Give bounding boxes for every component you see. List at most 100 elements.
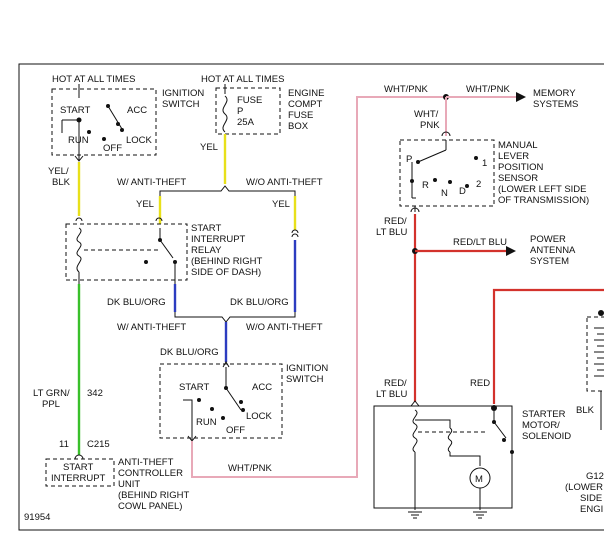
lt-grn-label-1: LT GRN/ [33, 388, 70, 399]
ignition-switch-box-bottom [159, 363, 283, 439]
ign-acc-label: ACC [127, 105, 147, 116]
relay-label-3: RELAY [191, 245, 222, 256]
red-label: RED [470, 378, 490, 389]
red-battery-cable [492, 288, 604, 404]
hot-at-all-times-mid: HOT AT ALL TIMES [201, 74, 284, 85]
ign2-run-label: RUN [196, 417, 217, 428]
solenoid-coil-1 [412, 409, 418, 453]
ignition-switch2-label-1: IGNITION [286, 363, 328, 374]
fuse-symbol [222, 95, 228, 133]
start-interrupt-relay [65, 223, 188, 281]
wht-pnk-label-right: WHT/PNK [466, 84, 510, 95]
start-interrupt-label-2: INTERRUPT [51, 473, 106, 484]
gear-d-label: D [459, 186, 466, 197]
ign2-off-label: OFF [226, 425, 245, 436]
relay-coil [76, 227, 82, 273]
figure-number: 91954 [24, 512, 50, 523]
starter-label-3: SOLENOID [522, 431, 571, 442]
anti-theft-bracket-top [159, 185, 296, 196]
mlps-label-4: SENSOR [498, 173, 538, 184]
pin-11-label: 11 [59, 439, 69, 450]
ground-symbol-1 [408, 511, 422, 519]
ground-g12-label-2: (LOWER [565, 482, 603, 493]
ignition-switch-label-1: IGNITION [162, 88, 204, 99]
mlps-label-2: LEVER [498, 151, 529, 162]
gear-r-label: R [422, 180, 429, 191]
fuse-p-label: P [237, 106, 243, 117]
anti-theft-controller-box [45, 458, 115, 487]
antenna-label-1: POWER [530, 234, 566, 245]
ign-run-label: RUN [68, 135, 89, 146]
ground-symbol-2 [473, 511, 487, 519]
ign-start-label: START [60, 105, 90, 116]
antenna-label-3: SYSTEM [530, 256, 569, 267]
atc-label-2: CONTROLLER [118, 468, 183, 479]
ignition-switch2-label-2: SWITCH [286, 374, 324, 385]
atc-label-1: ANTI-THEFT [118, 457, 174, 468]
dk-blu-label-c: DK BLU/ORG [160, 347, 219, 358]
ignition-switch-label-2: SWITCH [162, 99, 200, 110]
atc-label-4: (BEHIND RIGHT [118, 490, 189, 501]
atc-label-3: UNIT [118, 479, 140, 490]
relay-label-1: START [191, 223, 221, 234]
mlps-label-6: OF TRANSMISSION) [498, 195, 589, 206]
starter-motor-box [373, 405, 513, 509]
manual-lever-position-sensor [399, 139, 495, 207]
diagram-frame [18, 63, 604, 531]
memory-systems-label-1: MEMORY [533, 88, 576, 99]
hot-at-all-times-left: HOT AT ALL TIMES [52, 74, 135, 85]
mlps-label-1: MANUAL [498, 140, 538, 151]
ign2-lock-label: LOCK [246, 411, 273, 422]
wo-anti-theft-label-2: W/O ANTI-THEFT [246, 322, 323, 333]
battery-cells [594, 327, 604, 377]
wo-anti-theft-label: W/O ANTI-THEFT [246, 177, 323, 188]
ign-lock-label: LOCK [126, 135, 153, 146]
yel-label-b: YEL [272, 199, 290, 210]
circuit-342-label: 342 [87, 388, 103, 399]
starter-label-2: MOTOR/ [522, 420, 560, 431]
blk-label: BLK [576, 405, 595, 416]
lt-grn-label-2: PPL [42, 399, 60, 410]
ign-off-label: OFF [103, 143, 122, 154]
gear-2-label: 2 [476, 179, 481, 190]
solenoid-coil-2 [447, 427, 453, 453]
gear-p-label: P [406, 154, 412, 165]
dk-blu-label-b: DK BLU/ORG [230, 297, 289, 308]
ground-g12-label-3: SIDE [580, 493, 602, 504]
mlps-label-5: (LOWER LEFT SIDE [498, 184, 587, 195]
relay-label-4: (BEHIND RIGHT [191, 256, 262, 267]
wht-pnk-vert-label-1: WHT/ [414, 109, 439, 120]
start-interrupt-label-1: START [63, 462, 93, 473]
gear-n-label: N [441, 188, 448, 199]
gear-1-label: 1 [482, 158, 487, 169]
yel-blk-label-1: YEL/ [48, 166, 69, 177]
fuse-label: FUSE [237, 95, 262, 106]
antenna-label-2: ANTENNA [530, 245, 576, 256]
conn-c215-label: C215 [87, 439, 110, 450]
red-lt-blu-bottom-label-1: RED/ [384, 378, 407, 389]
ground-g12-label-1: G12 [586, 471, 604, 482]
ign2-acc-label: ACC [252, 382, 272, 393]
wht-pnk-wire-bottom [191, 96, 446, 478]
dk-blu-label-a: DK BLU/ORG [107, 297, 166, 308]
fuse-box [215, 87, 281, 135]
relay-label-5: SIDE OF DASH) [191, 267, 261, 278]
battery-box [586, 316, 604, 392]
wht-pnk-label-bottom: WHT/PNK [228, 463, 272, 474]
yel-label-fuse: YEL [200, 142, 218, 153]
red-lt-blu-label-1: RED/ [384, 216, 407, 227]
fuse-box-label-4: BOX [288, 121, 309, 132]
ign2-start-label: START [179, 382, 209, 393]
memory-arrow [516, 92, 526, 102]
red-lt-blu-bottom-label-2: LT BLU [376, 389, 407, 400]
fuse-box-label-2: COMPT [288, 99, 323, 110]
w-anti-theft-label: W/ ANTI-THEFT [117, 177, 186, 188]
red-lt-blu-label-2: LT BLU [376, 227, 407, 238]
wht-pnk-label-top: WHT/PNK [384, 84, 428, 95]
fuse-box-label-3: FUSE [288, 110, 313, 121]
anti-theft-bracket-bottom [174, 312, 296, 323]
starter-label-1: STARTER [522, 409, 566, 420]
fuse-amp-label: 25A [237, 117, 255, 128]
relay-label-2: INTERRUPT [191, 234, 246, 245]
